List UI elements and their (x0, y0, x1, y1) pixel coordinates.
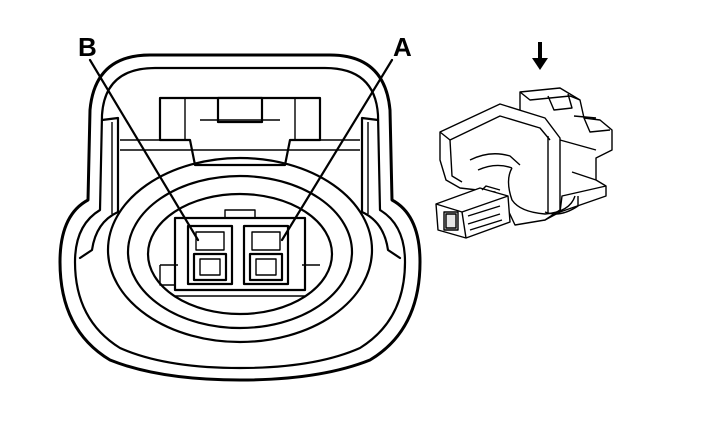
latch-rail-left (78, 116, 120, 260)
locking-tab-slot (216, 96, 264, 124)
connector-face-view: B A (58, 32, 422, 382)
connector-iso-view (435, 42, 613, 239)
latch-rail-right (360, 116, 402, 260)
leader-line-b (88, 58, 200, 242)
iso-latch-wire (507, 167, 576, 215)
down-arrow-icon (532, 42, 548, 70)
cavity-b (186, 224, 234, 286)
leader-line-a (280, 58, 394, 242)
iso-front-shroud (439, 103, 561, 226)
cavity-a (242, 224, 290, 286)
seal-ring-middle (126, 174, 354, 330)
locking-tab (158, 96, 322, 167)
seal-ring-outer (106, 156, 374, 344)
housing-inner-shell (73, 66, 407, 370)
seal-ring-inner (146, 192, 334, 316)
pin-label-b: B (78, 32, 97, 62)
pin-label-a: A (393, 32, 412, 62)
